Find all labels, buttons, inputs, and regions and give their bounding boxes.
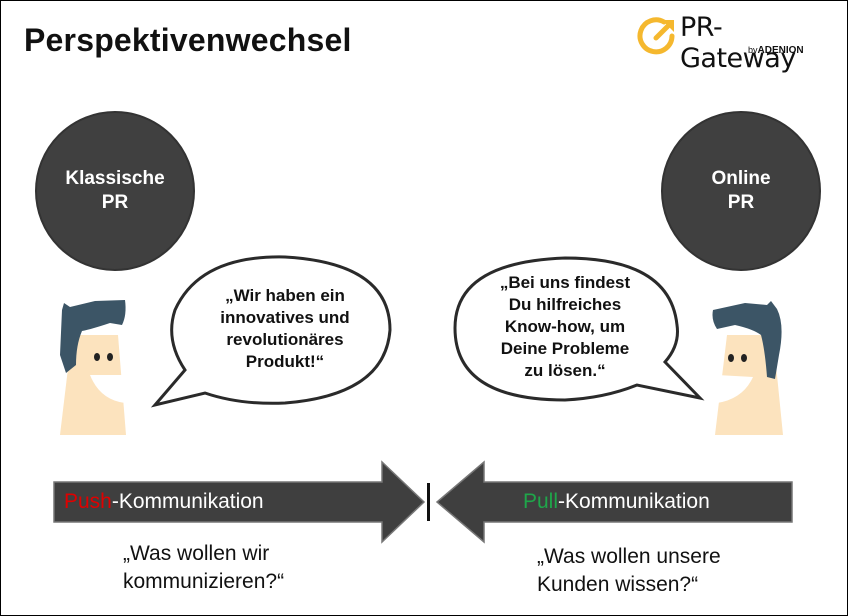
- pull-arrow-label: Pull-Kommunikation: [523, 490, 710, 513]
- logo-byline: byADENION: [748, 45, 804, 56]
- push-question: „Was wollen wir kommunizieren?“: [123, 542, 285, 593]
- push-arrow: [53, 460, 426, 544]
- center-divider: [427, 483, 430, 521]
- speech-bubble-left: [150, 255, 392, 408]
- speech-bubble-right: [453, 256, 705, 402]
- push-arrow-label: Push-Kommunikation: [64, 490, 264, 513]
- person-left-illustration: [60, 300, 126, 435]
- arrow-circle-icon: [637, 17, 675, 55]
- circle-online-pr: Online PR: [661, 111, 821, 271]
- logo-wordmark: PR-Gateway: [680, 12, 796, 74]
- speech-text-right: „Bei uns findest Du hilfreiches Know-how…: [499, 273, 631, 380]
- person-right-illustration: [712, 301, 783, 435]
- pull-question: „Was wollen unsere Kunden wissen?“: [537, 545, 721, 596]
- slide-title: Perspektivenwechsel: [24, 22, 352, 58]
- pull-arrow: [435, 460, 793, 544]
- circle-klassische-pr: Klassische PR: [35, 111, 195, 271]
- speech-text-left: „Wir haben ein innovatives und revolutio…: [220, 286, 350, 371]
- pr-gateway-logo: PR-Gateway byADENION: [636, 10, 836, 74]
